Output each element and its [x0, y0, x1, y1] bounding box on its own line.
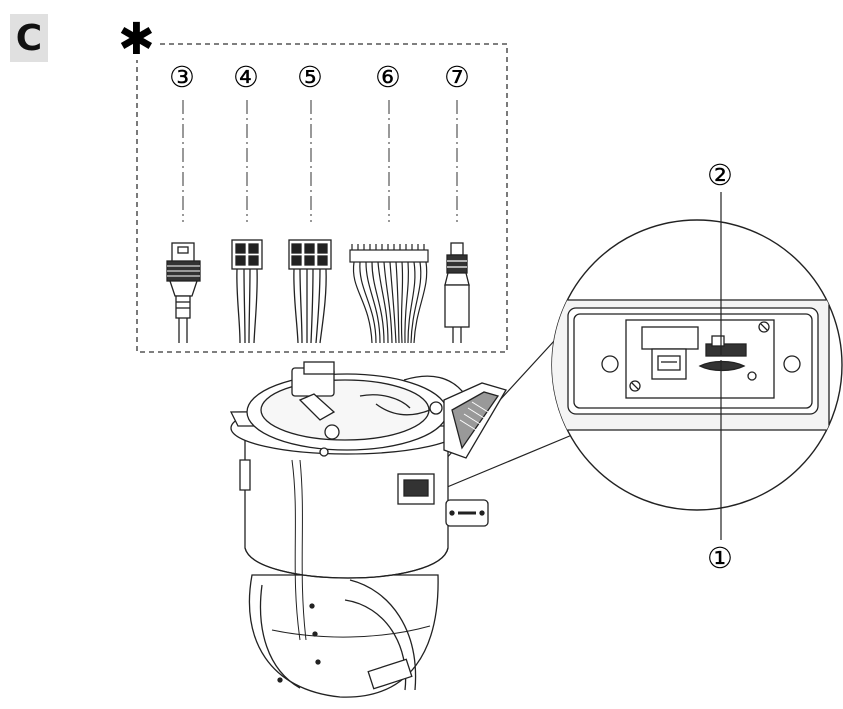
power-connector-4pin-icon: [231, 239, 263, 344]
power-connector-6pin-icon: [288, 239, 332, 344]
network-cable-icon: [166, 242, 201, 343]
leader-lines: [182, 100, 458, 222]
callout-1: ①: [707, 541, 733, 575]
callout-7: ⑦: [444, 60, 470, 94]
ptz-camera-body: [229, 361, 507, 698]
multi-wire-harness-icon: [349, 244, 429, 344]
callout-6: ⑥: [375, 60, 401, 94]
callout-5: ⑤: [297, 60, 323, 94]
section-label: C: [10, 14, 48, 62]
callout-3: ③: [169, 60, 195, 94]
magnified-interface-panel: [551, 219, 843, 511]
optional-accessories-marker: ✱: [118, 14, 155, 65]
bnc-connector-icon: [444, 242, 470, 343]
callout-2: ②: [707, 158, 733, 192]
callout-4: ④: [233, 60, 259, 94]
